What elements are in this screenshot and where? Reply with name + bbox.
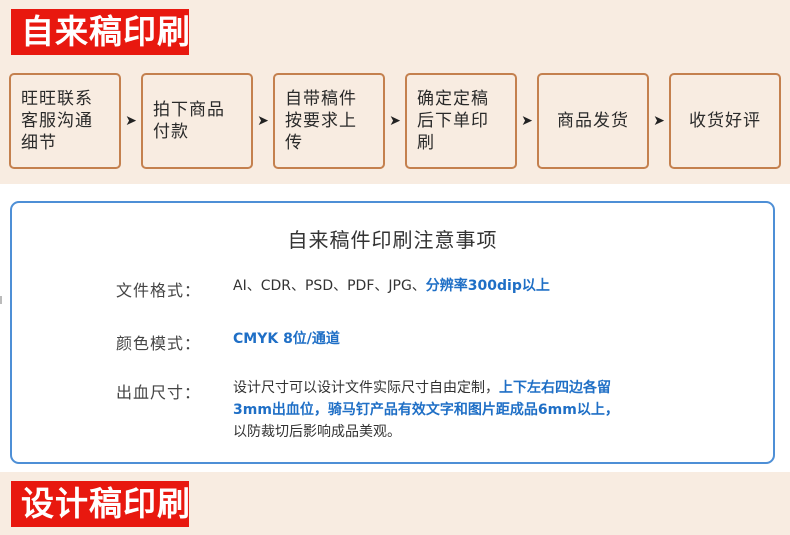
step-label: 收货好评 [689, 110, 761, 132]
arrow-right-icon: ➤ [389, 113, 401, 129]
step-contact-service: 旺旺联系 客服沟通 细节 [9, 73, 121, 169]
title-banner-self-artwork: 自来稿印刷 [11, 9, 190, 55]
bleed-line-3: 以防裁切后影响成品美观。 [233, 424, 401, 440]
step-upload-artwork: 自带稿件 按要求上 传 [273, 73, 385, 169]
step-line: 刷 [417, 133, 435, 153]
step-line: 传 [285, 133, 303, 153]
step-line: 客服沟通 [21, 111, 93, 131]
color-mode-text: CMYK 8位/通道 [233, 331, 340, 347]
step-line: 后下单印 [417, 111, 489, 131]
step-line: 细节 [21, 133, 57, 153]
step-line: 确定定稿 [417, 89, 489, 109]
arrow-right-icon: ➤ [125, 113, 137, 129]
notice-card: 自来稿件印刷注意事项 文件格式： AI、CDR、PSD、PDF、JPG、分辨率3… [10, 201, 775, 464]
step-line: 收货好评 [689, 111, 761, 131]
step-line: 拍下商品 [153, 100, 225, 120]
bleed-line-2: 3mm出血位，骑马钉产品有效文字和图片距成品6mm以上， [233, 402, 619, 418]
bleed-size-value: 设计尺寸可以设计文件实际尺寸自由定制，上下左右四边各留 3mm出血位，骑马钉产品… [233, 377, 619, 443]
file-format-value: AI、CDR、PSD、PDF、JPG、分辨率300dip以上 [233, 275, 550, 297]
notice-title: 自来稿件印刷注意事项 [287, 228, 498, 252]
bleed-highlight: 上下左右四边各留 [499, 380, 611, 396]
file-format-list: AI、CDR、PSD、PDF、JPG、 [233, 278, 426, 294]
step-ship: 商品发货 [537, 73, 649, 169]
bleed-line-1: 设计尺寸可以设计文件实际尺寸自由定制，上下左右四边各留 [233, 377, 619, 399]
step-review: 收货好评 [669, 73, 781, 169]
divider [0, 296, 2, 304]
title-banner-design-artwork: 设计稿印刷 [11, 481, 190, 527]
step-order-pay: 拍下商品 付款 [141, 73, 253, 169]
file-format-label: 文件格式： [116, 281, 202, 300]
bleed-text: 设计尺寸可以设计文件实际尺寸自由定制， [233, 380, 499, 396]
step-confirm-print: 确定定稿 后下单印 刷 [405, 73, 517, 169]
step-label: 确定定稿 后下单印 刷 [417, 88, 489, 154]
step-label: 旺旺联系 客服沟通 细节 [21, 88, 93, 154]
step-label: 商品发货 [557, 110, 629, 132]
arrow-right-icon: ➤ [521, 113, 533, 129]
color-mode-label: 颜色模式： [116, 334, 202, 353]
arrow-right-icon: ➤ [257, 113, 269, 129]
step-line: 旺旺联系 [21, 89, 93, 109]
step-label: 自带稿件 按要求上 传 [285, 88, 357, 154]
step-line: 自带稿件 [285, 89, 357, 109]
file-resolution: 分辨率300dip以上 [425, 278, 550, 294]
step-label: 拍下商品 付款 [153, 99, 225, 143]
step-line: 按要求上 [285, 111, 357, 131]
process-steps: 旺旺联系 客服沟通 细节 ➤ 拍下商品 付款 ➤ 自带稿件 按要求上 传 ➤ 确… [9, 73, 781, 171]
bleed-size-label: 出血尺寸： [116, 383, 202, 402]
color-mode-value: CMYK 8位/通道 [233, 328, 340, 350]
arrow-right-icon: ➤ [653, 113, 665, 129]
step-line: 商品发货 [557, 111, 629, 131]
step-line: 付款 [153, 122, 189, 142]
